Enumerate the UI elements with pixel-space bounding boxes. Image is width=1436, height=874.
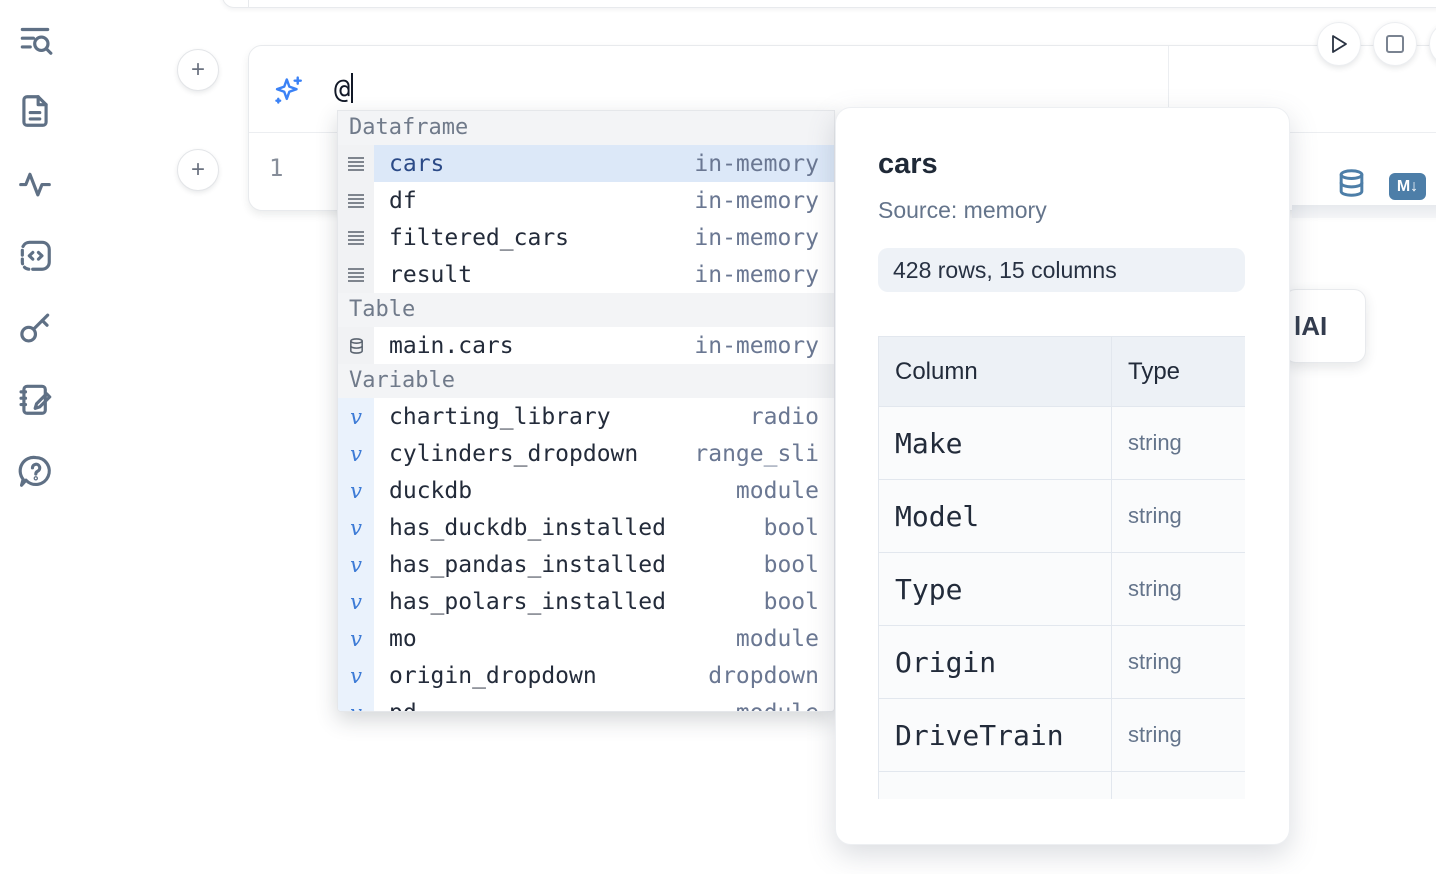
help-chat-icon[interactable] (14, 450, 56, 492)
preview-schema-table-wrap: Column Type Make string Model string Typ… (878, 336, 1245, 799)
completion-item-charting-library[interactable]: v charting_library radio (338, 398, 834, 435)
code-editor-row[interactable]: 1 (249, 134, 1436, 210)
variable-icon: v (338, 546, 374, 583)
activity-pulse-icon[interactable] (14, 162, 56, 204)
schema-header-column: Column (878, 336, 1112, 407)
schema-row: Model string (878, 479, 1245, 553)
previous-cell-edge (222, 0, 1436, 8)
completion-item-df[interactable]: df in-memory (338, 182, 834, 219)
section-header-table: Table (338, 293, 834, 327)
autocomplete-dropdown: Dataframe cars in-memory df in-memory fi… (337, 110, 835, 712)
completion-item-has-pandas-installed[interactable]: v has_pandas_installed bool (338, 546, 834, 583)
code-snippet-icon[interactable] (14, 234, 56, 276)
completion-item-filtered-cars[interactable]: filtered_cars in-memory (338, 219, 834, 256)
ai-card-label: AI (1301, 310, 1328, 341)
completion-item-duckdb[interactable]: v duckdb module (338, 472, 834, 509)
preview-title: cars (878, 148, 938, 180)
preview-shape-badge: 428 rows, 15 columns (878, 248, 1245, 292)
dataframe-rows-icon (338, 256, 374, 293)
variable-icon: v (338, 472, 374, 509)
play-icon (1332, 35, 1347, 53)
run-cell-button[interactable] (1317, 22, 1361, 66)
add-cell-below-button[interactable]: + (177, 149, 219, 191)
sparkles-icon (271, 74, 305, 113)
dataframe-rows-icon (338, 145, 374, 182)
variable-icon: v (338, 657, 374, 694)
variable-icon: v (338, 435, 374, 472)
preview-schema-table: Column Type Make string Model string Typ… (878, 336, 1245, 799)
variable-icon: v (338, 509, 374, 546)
completion-item-origin-dropdown[interactable]: v origin_dropdown dropdown (338, 657, 834, 694)
markdown-convert-button[interactable]: M↓ (1389, 173, 1426, 200)
schema-header-type: Type (1111, 336, 1245, 407)
completion-item-has-duckdb-installed[interactable]: v has_duckdb_installed bool (338, 509, 834, 546)
preview-source: Source: memory (878, 197, 1047, 223)
ai-prompt-input[interactable]: @ (249, 46, 1169, 133)
table-of-contents-search-icon[interactable] (14, 18, 56, 60)
text-cursor (351, 73, 354, 103)
variable-icon: v (338, 583, 374, 620)
cell-bottom-shadow (1292, 205, 1436, 218)
stop-cell-button[interactable] (1373, 22, 1417, 66)
variable-icon: v (338, 398, 374, 435)
dataframe-rows-icon (338, 182, 374, 219)
completion-item-main-cars[interactable]: main.cars in-memory (338, 327, 834, 364)
schema-header-row: Column Type (878, 336, 1245, 407)
ai-prompt-value: @ (334, 73, 354, 105)
variable-icon: v (338, 620, 374, 657)
completion-item-has-polars-installed[interactable]: v has_polars_installed bool (338, 583, 834, 620)
scratchpad-notebook-icon[interactable] (14, 378, 56, 420)
variable-icon: v (338, 694, 374, 711)
database-action-button[interactable] (1336, 167, 1367, 204)
schema-row-clipped (878, 771, 1245, 799)
line-number: 1 (269, 154, 284, 182)
dataframe-preview-panel: cars Source: memory 428 rows, 15 columns… (835, 107, 1290, 845)
ai-card-button[interactable]: l AI (1284, 289, 1366, 363)
completion-item-cars[interactable]: cars in-memory (338, 145, 834, 182)
database-icon (1339, 169, 1364, 197)
file-document-icon[interactable] (14, 90, 56, 132)
previous-cell-divider (248, 0, 249, 8)
completion-item-cylinders-dropdown[interactable]: v cylinders_dropdown range_sli (338, 435, 834, 472)
completion-item-mo[interactable]: v mo module (338, 620, 834, 657)
schema-row: Type string (878, 552, 1245, 626)
section-header-variable: Variable (338, 364, 834, 398)
completion-item-result[interactable]: result in-memory (338, 256, 834, 293)
schema-row: Make string (878, 406, 1245, 480)
stop-icon (1386, 35, 1404, 53)
schema-row: Origin string (878, 625, 1245, 699)
ai-card-clipped-text: l (1294, 310, 1302, 341)
sidebar (14, 18, 62, 522)
table-database-icon (338, 327, 374, 364)
schema-row: DriveTrain string (878, 698, 1245, 772)
add-cell-above-button[interactable]: + (177, 49, 219, 91)
completion-item-clipped[interactable]: v pd module (338, 694, 834, 711)
dataframe-rows-icon (338, 219, 374, 256)
section-header-dataframe: Dataframe (338, 111, 834, 145)
key-icon[interactable] (14, 306, 56, 348)
